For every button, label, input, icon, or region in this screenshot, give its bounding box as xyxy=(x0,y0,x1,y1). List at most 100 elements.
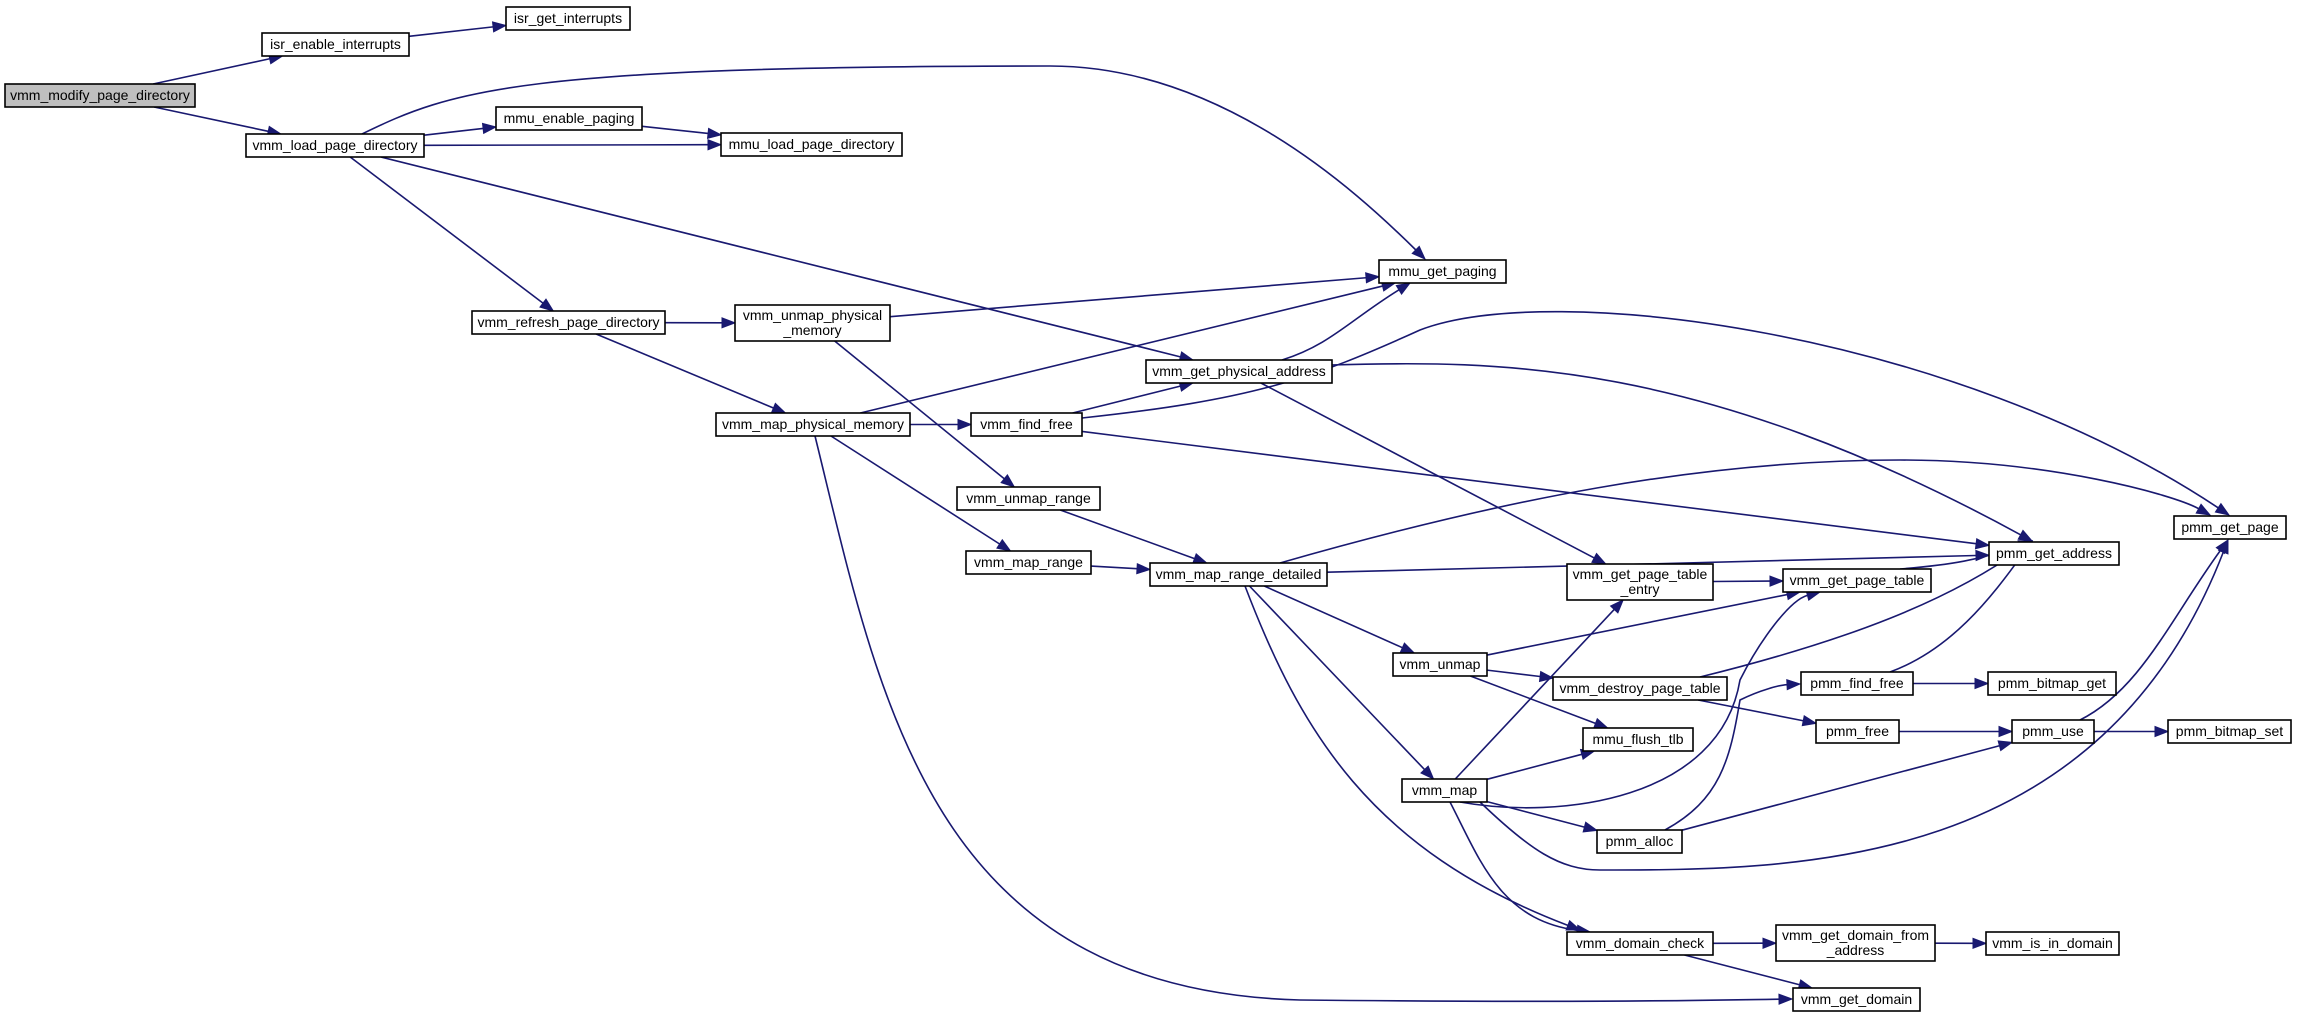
edge-line xyxy=(889,276,1367,318)
node-vmm-get-page-table[interactable]: vmm_get_page_table xyxy=(1782,568,1932,593)
edge-n16-n27 xyxy=(1248,585,1435,781)
edge-line xyxy=(1279,459,2200,564)
node-vmm-unmap[interactable]: vmm_unmap xyxy=(1392,652,1488,677)
node-label: vmm_load_page_directory xyxy=(253,137,418,153)
edge-line xyxy=(1454,608,1615,780)
node-label: pmm_free xyxy=(1826,723,1889,739)
edge-line xyxy=(1470,675,1596,725)
edge-n3-n6 xyxy=(361,65,1426,260)
node-vmm-get-domain-from-address[interactable]: vmm_get_domain_from_address xyxy=(1775,924,1936,962)
edge-line xyxy=(2079,550,2222,721)
edge-line xyxy=(349,156,544,304)
node-box xyxy=(2167,719,2292,744)
node-vmm-unmap-range[interactable]: vmm_unmap_range xyxy=(956,486,1101,511)
node-vmm-modify-page-directory[interactable]: vmm_modify_page_directory xyxy=(4,83,196,108)
edge-n10-n11 xyxy=(910,418,973,431)
node-vmm-get-physical-address[interactable]: vmm_get_physical_address xyxy=(1145,359,1333,384)
arrowhead xyxy=(1778,993,1794,1005)
edge-n0-n3 xyxy=(153,106,283,137)
node-box xyxy=(1596,829,1683,854)
edge-line xyxy=(423,143,709,147)
edge-n15-n16 xyxy=(1090,562,1152,575)
edge-line xyxy=(1260,382,1595,559)
node-mmu-flush-tlb[interactable]: mmu_flush_tlb xyxy=(1582,727,1694,752)
node-vmm-load-page-directory[interactable]: vmm_load_page_directory xyxy=(245,133,425,158)
node-vmm-get-domain[interactable]: vmm_get_domain xyxy=(1792,987,1921,1012)
node-vmm-unmap-physical-memory[interactable]: vmm_unmap_physical_memory xyxy=(734,304,891,342)
node-pmm-bitmap-set[interactable]: pmm_bitmap_set xyxy=(2167,719,2292,744)
edge-n16-n29 xyxy=(1244,585,1582,931)
edge-line xyxy=(1281,289,1400,361)
node-vmm-refresh-page-directory[interactable]: vmm_refresh_page_directory xyxy=(471,310,666,335)
node-pmm-find-free[interactable]: pmm_find_free xyxy=(1800,671,1914,696)
node-label: vmm_destroy_page_table xyxy=(1559,680,1720,696)
edge-n1-n2 xyxy=(408,21,508,38)
node-isr-get-interrupts[interactable]: isr_get_interrupts xyxy=(505,6,631,31)
node-box xyxy=(1566,563,1714,601)
node-label: mmu_enable_paging xyxy=(504,110,635,126)
edge-line xyxy=(152,57,270,85)
node-vmm-map-range[interactable]: vmm_map_range xyxy=(965,550,1092,575)
node-box xyxy=(245,133,425,158)
node-box xyxy=(1988,541,2120,566)
node-pmm-alloc[interactable]: pmm_alloc xyxy=(1596,829,1683,854)
node-pmm-get-page[interactable]: pmm_get_page xyxy=(2173,515,2287,540)
edge-line xyxy=(1263,585,1403,649)
edge-line xyxy=(1684,954,1800,986)
node-mmu-load-page-directory[interactable]: mmu_load_page_directory xyxy=(720,132,903,157)
node-vmm-domain-check[interactable]: vmm_domain_check xyxy=(1566,931,1714,956)
edge-line xyxy=(860,285,1383,414)
arrowhead xyxy=(539,298,555,312)
node-label: _memory xyxy=(782,322,841,338)
node-box xyxy=(1149,562,1328,587)
node-box xyxy=(965,550,1092,575)
arrowhead xyxy=(1997,740,2014,752)
edge-line xyxy=(1486,800,1585,828)
edge-line xyxy=(595,333,774,409)
node-box xyxy=(1987,671,2117,696)
node-vmm-get-page-table-entry[interactable]: vmm_get_page_table_entry xyxy=(1566,563,1714,601)
node-box xyxy=(1782,568,1932,593)
node-pmm-bitmap-get[interactable]: pmm_bitmap_get xyxy=(1987,671,2117,696)
node-pmm-get-address[interactable]: pmm_get_address xyxy=(1988,541,2120,566)
node-label: pmm_find_free xyxy=(1810,675,1904,691)
edge-line xyxy=(1699,547,2022,678)
node-label: vmm_get_physical_address xyxy=(1152,363,1326,379)
node-pmm-free[interactable]: pmm_free xyxy=(1815,719,1900,744)
arrowhead xyxy=(1974,537,1991,550)
edge-line xyxy=(830,435,1001,545)
node-mmu-enable-paging[interactable]: mmu_enable_paging xyxy=(495,106,643,131)
node-label: pmm_get_address xyxy=(1996,545,2112,561)
edge-line xyxy=(1081,430,1977,545)
node-box xyxy=(1775,924,1936,962)
edge-n9-n17 xyxy=(1260,382,1607,565)
node-box xyxy=(715,412,911,437)
node-label: vmm_get_page_table xyxy=(1573,566,1708,582)
node-isr-enable-interrupts[interactable]: isr_enable_interrupts xyxy=(261,32,410,57)
node-box xyxy=(970,412,1083,437)
node-pmm-use[interactable]: pmm_use xyxy=(2011,719,2095,744)
edge-n30-n31 xyxy=(1934,937,1988,950)
node-vmm-map-range-detailed[interactable]: vmm_map_range_detailed xyxy=(1149,562,1328,587)
node-box xyxy=(471,310,666,335)
edge-line xyxy=(408,26,494,38)
arrowhead xyxy=(996,538,1012,552)
node-label: pmm_bitmap_get xyxy=(1998,675,2106,691)
arrowhead xyxy=(1000,474,1016,488)
node-vmm-find-free[interactable]: vmm_find_free xyxy=(970,412,1083,437)
node-vmm-destroy-page-table[interactable]: vmm_destroy_page_table xyxy=(1552,676,1728,701)
node-vmm-map-physical-memory[interactable]: vmm_map_physical_memory xyxy=(715,412,911,437)
edge-line xyxy=(1329,362,2021,536)
node-mmu-get-paging[interactable]: mmu_get_paging xyxy=(1378,259,1507,284)
node-label: pmm_get_page xyxy=(2181,519,2279,535)
node-box xyxy=(4,83,196,108)
edge-line xyxy=(1449,801,1578,932)
node-vmm-is-in-domain[interactable]: vmm_is_in_domain xyxy=(1985,931,2120,956)
edge-n3-n4 xyxy=(423,122,498,137)
node-vmm-map[interactable]: vmm_map xyxy=(1401,778,1488,803)
arrowhead xyxy=(1582,821,1599,833)
edge-line xyxy=(1486,669,1541,678)
node-label: vmm_map_range xyxy=(974,554,1083,570)
edge-n19-n20 xyxy=(1486,669,1555,683)
